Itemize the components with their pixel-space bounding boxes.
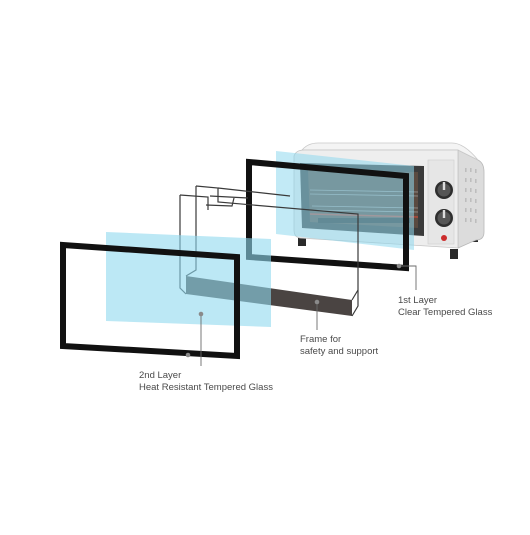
power-indicator bbox=[441, 235, 447, 241]
leader-dot-second-layer bbox=[198, 311, 204, 317]
callout-second-layer-title: 2nd Layer bbox=[139, 370, 182, 381]
callout-second-layer-desc: Heat Resistant Tempered Glass bbox=[139, 382, 273, 393]
leader-line-first-layer bbox=[399, 265, 417, 290]
second-layer-glass-pane bbox=[106, 232, 271, 327]
first-layer-glass-frame bbox=[246, 158, 409, 272]
leader-lines bbox=[200, 265, 417, 366]
second-layer-glass-frame bbox=[60, 241, 240, 360]
oven-top-panel bbox=[301, 142, 479, 161]
leader-dots bbox=[185, 263, 402, 358]
oven-control-panel bbox=[427, 159, 455, 245]
first-layer-glass bbox=[246, 151, 414, 272]
callout-frame: Frame for safety and support bbox=[300, 334, 378, 358]
leader-dot-first-layer bbox=[396, 263, 402, 269]
callout-second-layer: 2nd Layer Heat Resistant Tempered Glass bbox=[139, 370, 273, 394]
callout-first-layer-title: 1st Layer bbox=[398, 295, 438, 306]
control-knob bbox=[435, 181, 453, 199]
callout-frame-desc: safety and support bbox=[300, 346, 379, 357]
control-knob bbox=[435, 209, 453, 227]
oven-foot-left bbox=[298, 237, 306, 246]
oven-foot-right bbox=[450, 249, 458, 259]
leader-dot-second-frame bbox=[185, 352, 191, 358]
oven-vents bbox=[465, 168, 477, 223]
second-layer-glass bbox=[60, 232, 271, 360]
leader-dot-frame bbox=[314, 299, 320, 305]
callout-first-layer-desc: Clear Tempered Glass bbox=[398, 307, 493, 318]
callout-frame-title: Frame for bbox=[300, 334, 342, 345]
callout-first-layer: 1st Layer Clear Tempered Glass bbox=[398, 295, 492, 319]
